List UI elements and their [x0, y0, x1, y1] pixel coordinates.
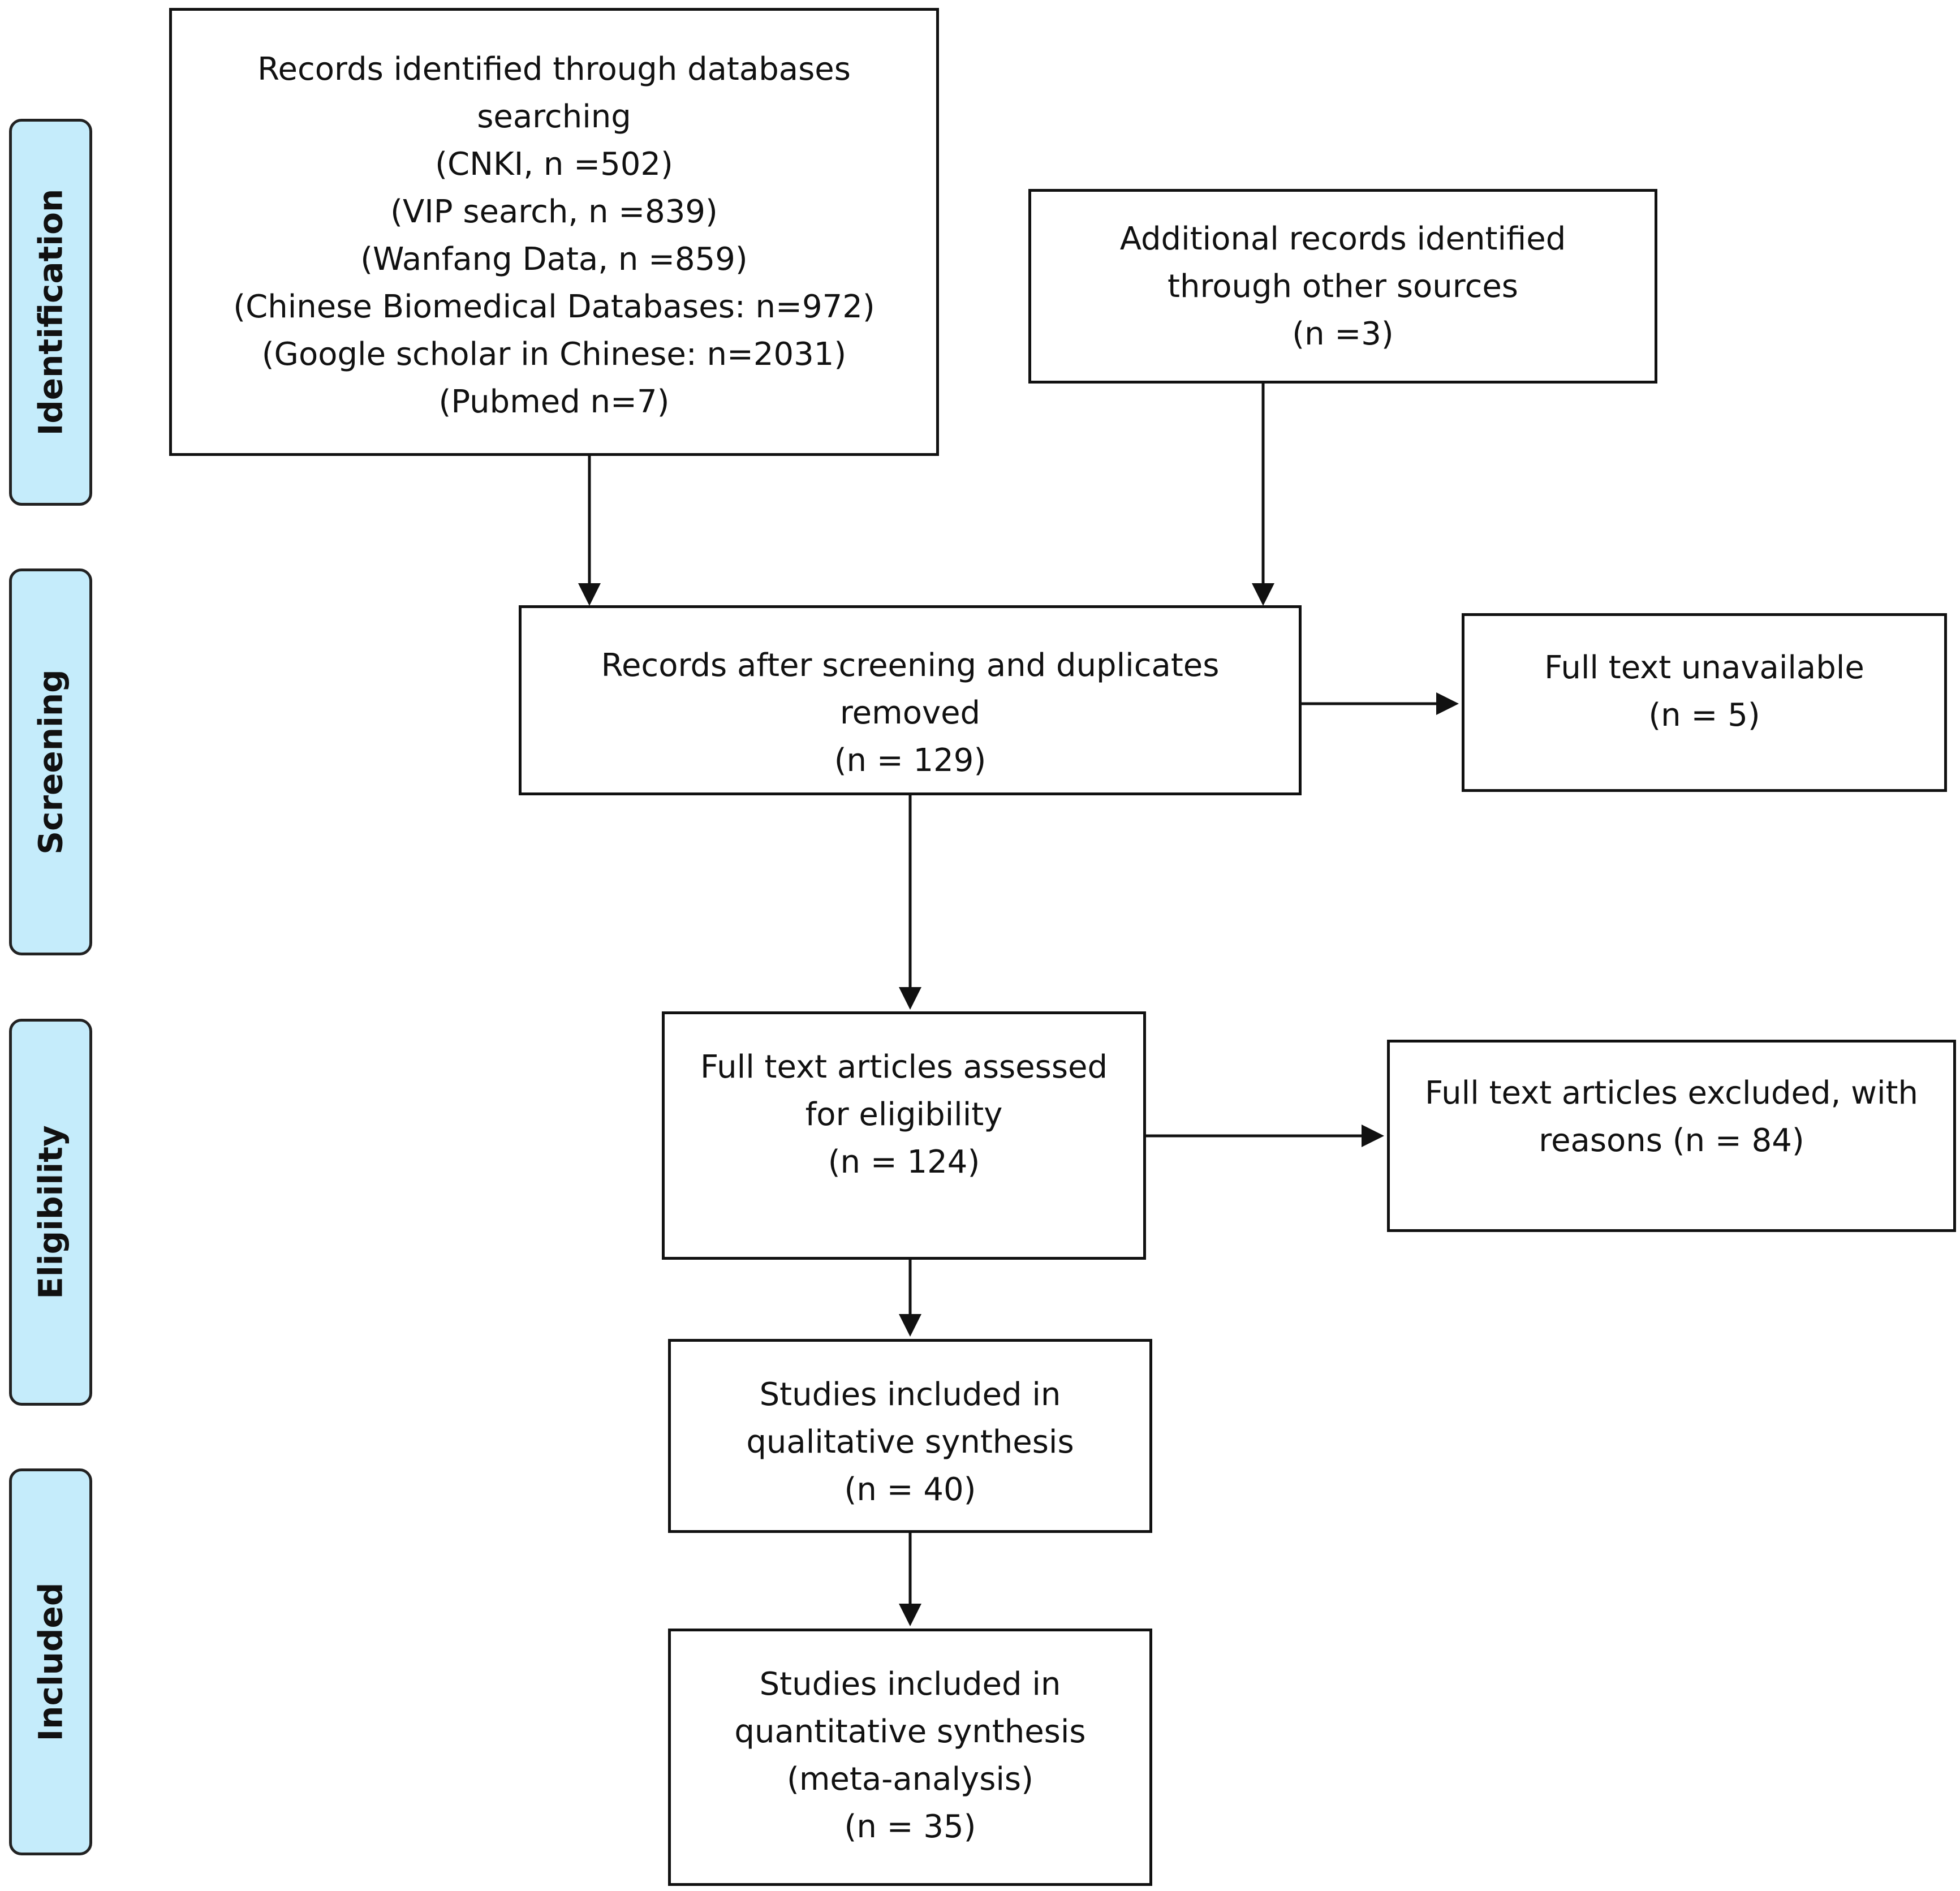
- box-line: (Pubmed n=7): [438, 384, 670, 420]
- box-line: Additional records identified: [1119, 221, 1566, 257]
- box-line: (n =3): [1292, 316, 1394, 352]
- box-line: (Wanfang Data, n =859): [360, 241, 748, 278]
- box-line: (meta-analysis): [787, 1761, 1033, 1798]
- box-line: Studies included in: [759, 1376, 1061, 1413]
- box-line: qualitative synthesis: [746, 1424, 1074, 1461]
- box-line: (n = 35): [844, 1808, 976, 1845]
- box-eligibility-assessed: Full text articles assessed for eligibil…: [662, 1011, 1146, 1260]
- box-qualitative-synthesis: Studies included in qualitative synthesi…: [668, 1339, 1152, 1533]
- box-line: (VIP search, n =839): [390, 193, 718, 230]
- stage-eligibility-label: Eligibility: [31, 1125, 70, 1299]
- box-line: Full text articles assessed: [700, 1049, 1108, 1086]
- box-line: (n = 129): [834, 742, 987, 779]
- box-line: Full text articles excluded, with: [1425, 1075, 1918, 1112]
- stage-screening-label: Screening: [31, 669, 70, 855]
- box-line: (n = 40): [844, 1471, 976, 1508]
- box-line: searching: [477, 98, 631, 135]
- box-line: Records after screening and duplicates: [601, 647, 1220, 684]
- box-line: through other sources: [1168, 268, 1518, 305]
- stage-included: Included: [9, 1468, 92, 1855]
- box-line: Records identified through databases: [257, 51, 851, 88]
- box-full-text-excluded: Full text articles excluded, with reason…: [1387, 1040, 1956, 1232]
- box-full-text-unavailable: Full text unavailable (n = 5): [1462, 613, 1947, 792]
- box-line: (n = 124): [828, 1144, 980, 1181]
- box-line: Full text unavailable: [1544, 649, 1864, 686]
- box-line: removed: [839, 695, 981, 731]
- box-records-screened: Records after screening and duplicates r…: [519, 605, 1302, 795]
- box-line: reasons (n = 84): [1539, 1122, 1804, 1159]
- stage-included-label: Included: [31, 1582, 70, 1742]
- box-line: (Chinese Biomedical Databases: n=972): [233, 288, 875, 325]
- box-line: quantitative synthesis: [734, 1713, 1086, 1750]
- box-line: Studies included in: [759, 1666, 1061, 1703]
- stage-eligibility: Eligibility: [9, 1019, 92, 1406]
- box-quantitative-synthesis: Studies included in quantitative synthes…: [668, 1629, 1152, 1886]
- box-line: (Google scholar in Chinese: n=2031): [261, 336, 847, 373]
- stage-screening: Screening: [9, 568, 92, 955]
- box-line: (n = 5): [1648, 697, 1760, 734]
- box-line: for eligibility: [805, 1096, 1003, 1133]
- stage-identification-label: Identification: [31, 188, 70, 436]
- box-other-sources: Additional records identified through ot…: [1028, 189, 1657, 384]
- box-line: (CNKI, n =502): [435, 146, 673, 183]
- stage-identification: Identification: [9, 119, 92, 506]
- box-records-databases: Records identified through databases sea…: [169, 8, 939, 456]
